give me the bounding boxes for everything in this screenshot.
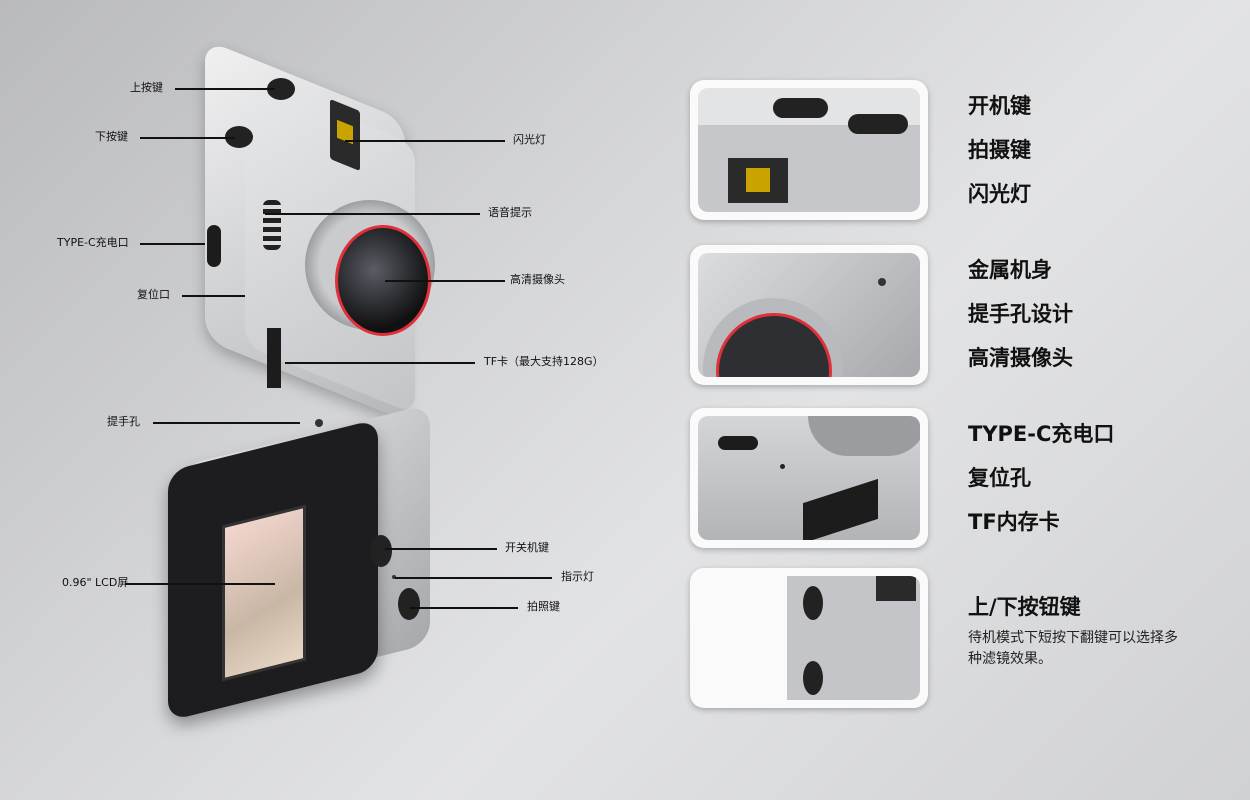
feature-title: 上/下按钮键	[968, 595, 1081, 619]
label-lanyard-hole: 提手孔	[107, 415, 140, 428]
leader-line	[125, 583, 275, 585]
label-tf-card: TF卡（最大支持128G）	[484, 355, 604, 368]
leader-line	[140, 137, 235, 139]
feature-group-3: TYPE-C充电口 复位孔 TF内存卡	[968, 412, 1114, 544]
label-shutter: 拍照键	[527, 600, 560, 613]
down-button-icon	[225, 126, 253, 148]
feature-text: TF内存卡	[968, 510, 1060, 534]
camera-front-image	[175, 39, 445, 421]
up-button-icon	[267, 78, 295, 100]
leader-line	[395, 577, 552, 579]
leader-line	[265, 213, 480, 215]
leader-line	[285, 362, 475, 364]
leader-line	[140, 243, 205, 245]
power-button-icon	[370, 535, 392, 567]
label-flash: 闪光灯	[513, 133, 546, 146]
leader-line	[410, 607, 518, 609]
feature-text: TYPE-C充电口	[968, 422, 1115, 446]
label-lcd: 0.96" LCD屏	[62, 576, 129, 589]
leader-line	[345, 140, 505, 142]
feature-text: 高清摄像头	[968, 346, 1073, 370]
detail-panel-ports	[690, 408, 928, 548]
feature-text: 拍摄键	[968, 138, 1031, 162]
label-voice-prompt: 语音提示	[488, 206, 532, 219]
leader-line	[385, 280, 505, 282]
flash-icon	[330, 98, 360, 172]
feature-description: 待机模式下短按下翻键可以选择多种滤镜效果。	[968, 630, 1178, 667]
shutter-button-icon	[398, 588, 420, 620]
leader-line	[153, 422, 300, 424]
detail-panel-buttons-flash	[690, 80, 928, 220]
indicator-icon	[392, 575, 396, 579]
label-reset: 复位口	[137, 288, 170, 301]
leader-line	[175, 88, 275, 90]
label-typec: TYPE-C充电口	[57, 236, 129, 249]
label-power-button: 开关机键	[505, 541, 549, 554]
detail-panel-up-down-buttons	[690, 568, 928, 708]
speaker-grille-icon	[263, 200, 281, 250]
feature-group-1: 开机键 拍摄键 闪光灯	[968, 84, 1031, 216]
feature-group-2: 金属机身 提手孔设计 高清摄像头	[968, 248, 1073, 380]
camera-back-image	[160, 403, 445, 722]
label-down-button: 下按键	[95, 130, 128, 143]
tf-slot-icon	[267, 328, 281, 388]
feature-text: 复位孔	[968, 466, 1031, 490]
label-up-button: 上按键	[130, 81, 163, 94]
label-hd-camera: 高清摄像头	[510, 273, 565, 286]
lanyard-hole-icon	[315, 419, 323, 427]
label-indicator: 指示灯	[561, 570, 594, 583]
feature-text: 提手孔设计	[968, 302, 1073, 326]
detail-panel-body-lens	[690, 245, 928, 385]
feature-text: 金属机身	[968, 258, 1052, 282]
feature-text: 开机键	[968, 94, 1031, 118]
lcd-screen	[222, 504, 306, 682]
leader-line	[385, 548, 497, 550]
feature-text: 闪光灯	[968, 182, 1031, 206]
typec-port-icon	[207, 225, 221, 267]
leader-line	[182, 295, 245, 297]
